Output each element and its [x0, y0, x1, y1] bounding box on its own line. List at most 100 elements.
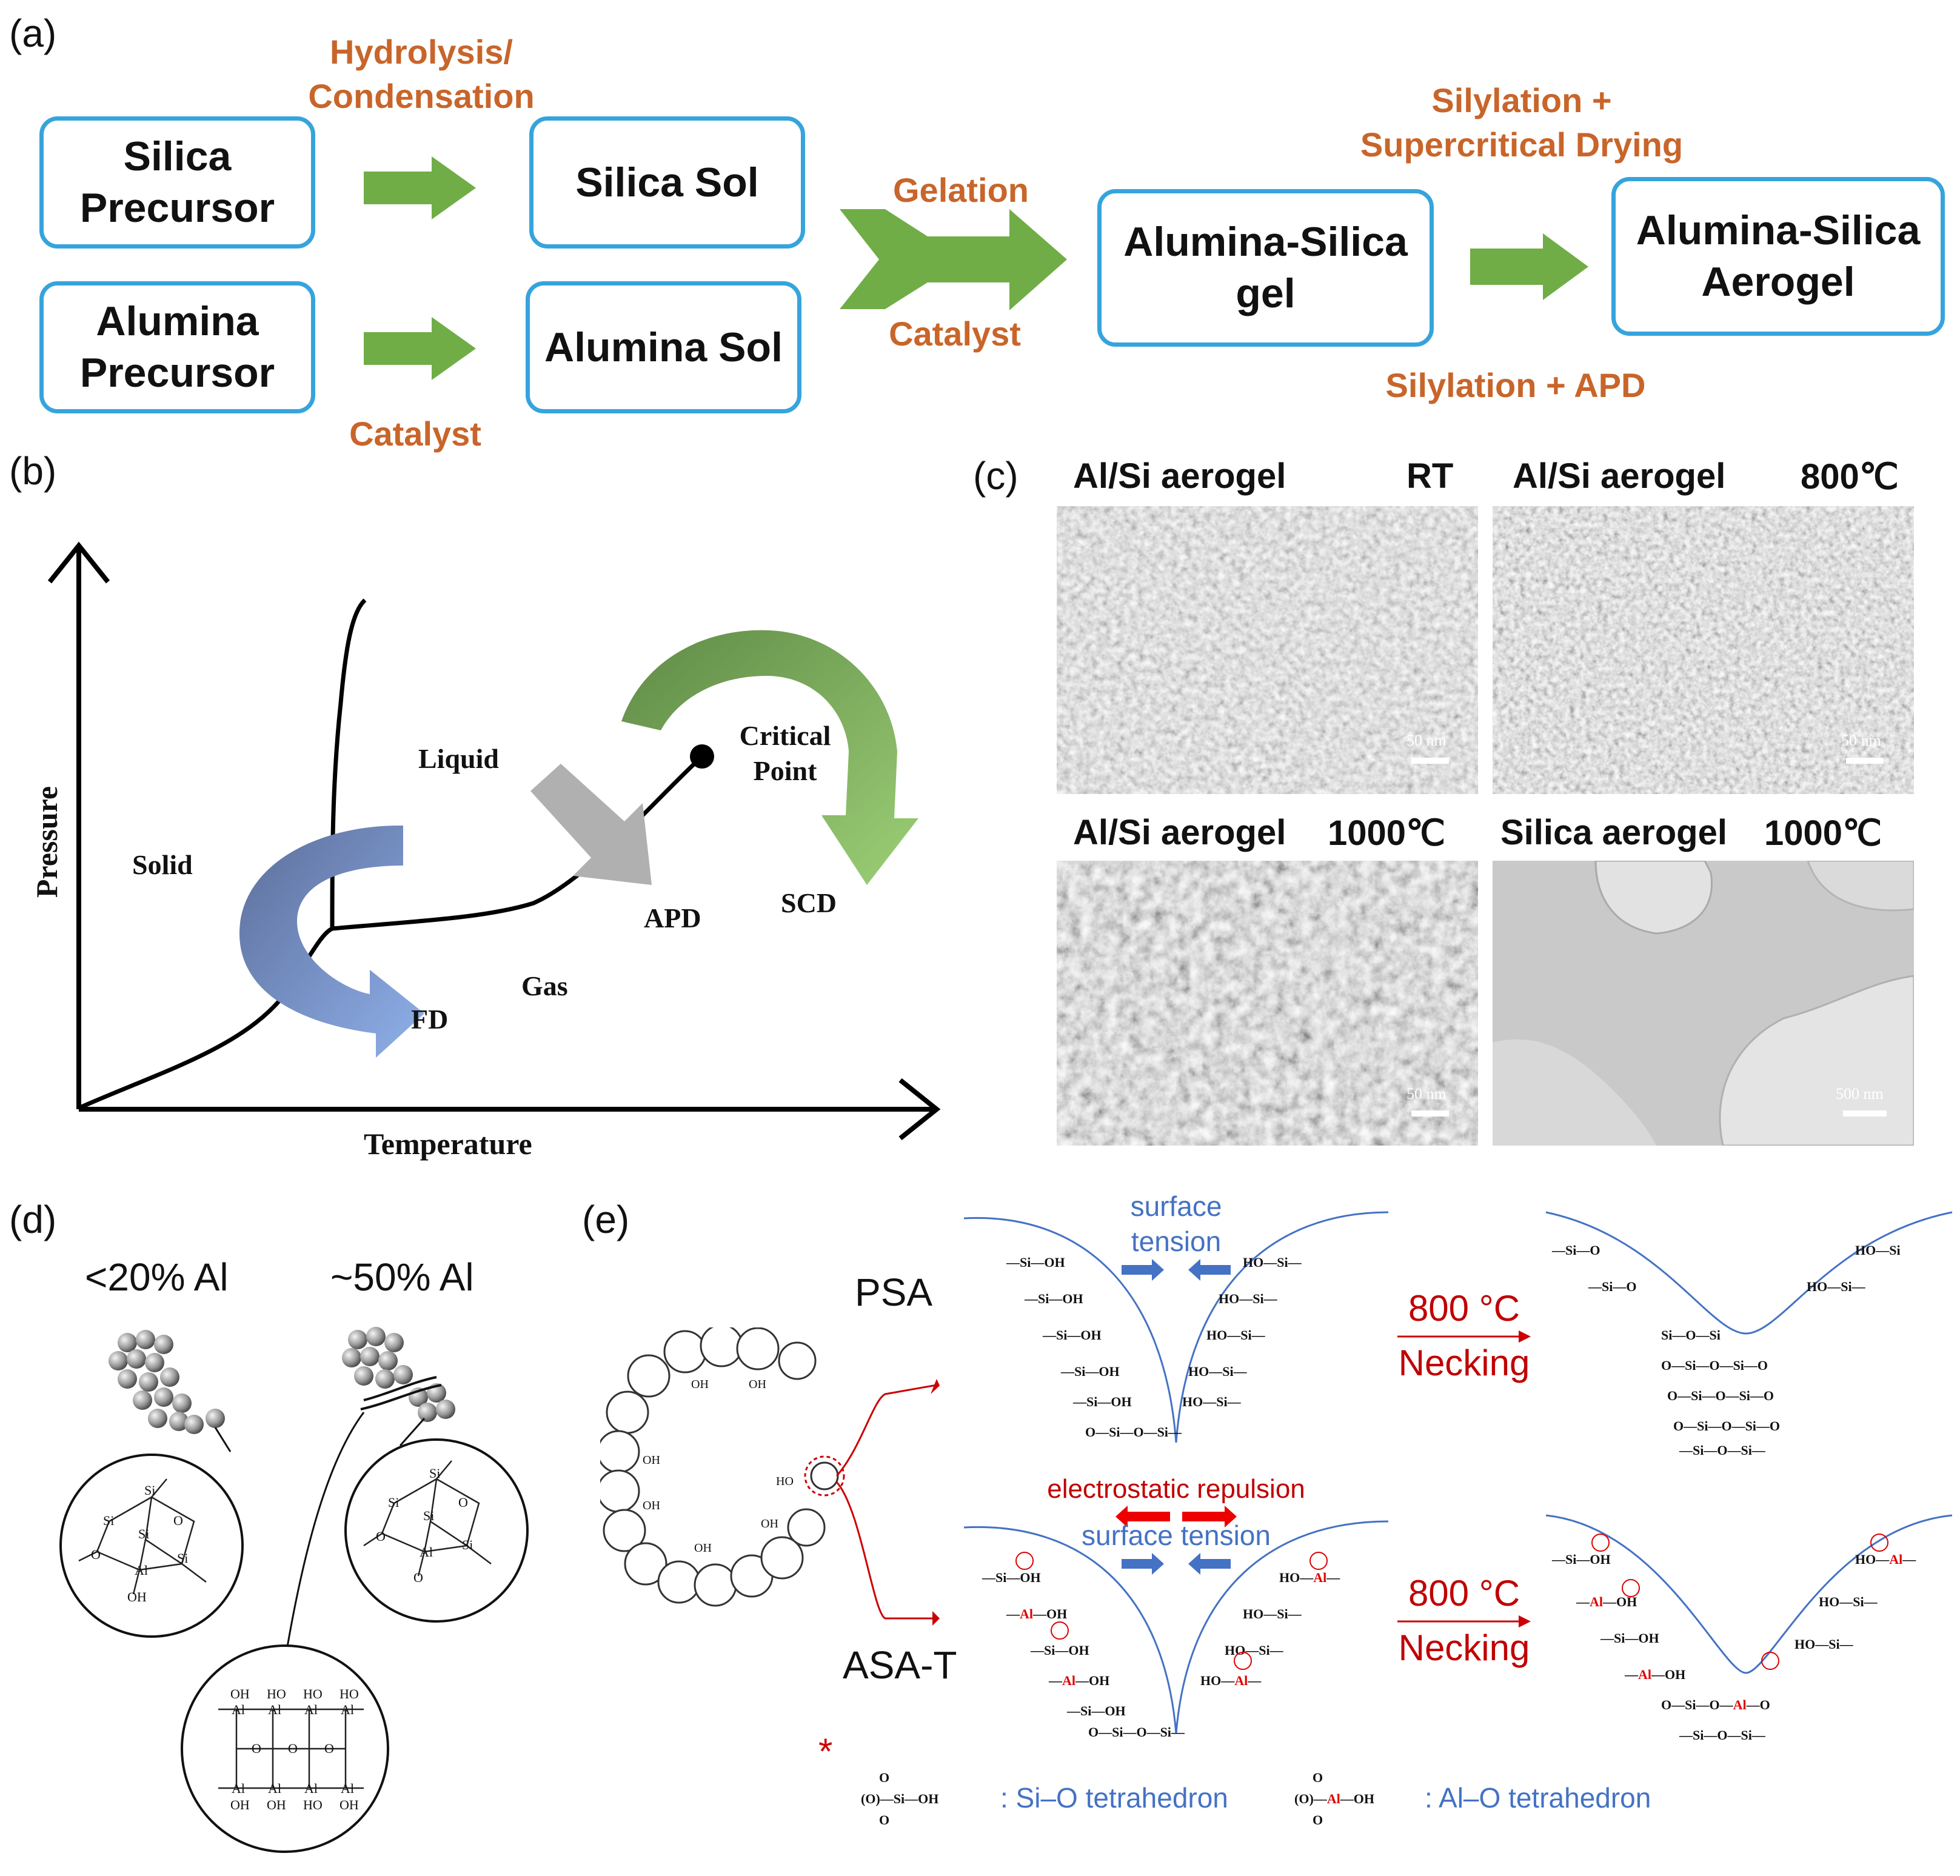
si-tetrahedron-icon: O(O)—Si—OHO	[861, 1770, 938, 1828]
svg-text:O: O	[376, 1529, 386, 1544]
green-arrow-icon	[364, 317, 476, 380]
liquid-region-label: Liquid	[418, 743, 499, 774]
critical-point-dot	[690, 744, 714, 769]
svg-text:OH: OH	[339, 1797, 359, 1812]
svg-text:O: O	[252, 1741, 261, 1756]
svg-text:Al: Al	[304, 1781, 318, 1796]
svg-text:O—Si—O—Al—O: O—Si—O—Al—O	[1661, 1697, 1770, 1712]
svg-text:—Al—OH: —Al—OH	[1576, 1594, 1637, 1609]
surface-tension-label-2: surface tension	[1082, 1520, 1271, 1551]
legend-asterisk: *	[818, 1731, 833, 1772]
svg-text:—Si—OH: —Si—OH	[1066, 1703, 1126, 1718]
svg-text:—Si—OH: —Si—OH	[1042, 1327, 1102, 1343]
svg-text:Al: Al	[135, 1563, 148, 1578]
svg-text:HO—Si—: HO—Si—	[1225, 1643, 1284, 1658]
svg-text:Al: Al	[268, 1781, 281, 1796]
legend-al-label: : Al–O tetrahedron	[1425, 1782, 1651, 1814]
sem-title-3: Al/Si aerogel	[1073, 813, 1286, 852]
panel-c-label: (c)	[973, 454, 1018, 498]
surface-tension-label-1: surface tension	[1130, 1190, 1222, 1257]
panel-a-arrows	[364, 156, 1588, 380]
svg-text:Al: Al	[341, 1781, 354, 1796]
scd-arrow-icon	[621, 630, 918, 885]
svg-text:—Al—OH: —Al—OH	[1006, 1606, 1067, 1621]
svg-text:Al: Al	[304, 1702, 318, 1717]
svg-text:Al: Al	[341, 1702, 354, 1717]
svg-text:OH: OH	[230, 1797, 250, 1812]
svg-text:—Si—O—Si—: —Si—O—Si—	[1679, 1443, 1766, 1458]
asa-t-structure-after: —Si—OH—Al—OH—Si—OH —Al—OHO—Si—O—Al—O —Si…	[1545, 1514, 1953, 1743]
scale-text-1: 50 nm	[1406, 732, 1447, 749]
electrostatic-repulsion-label: electrostatic repulsion	[1047, 1474, 1305, 1504]
svg-text:O: O	[91, 1547, 101, 1562]
scd-label: SCD	[781, 887, 837, 918]
psa-label: PSA	[855, 1270, 933, 1314]
svg-text:O: O	[458, 1495, 468, 1510]
svg-text:O: O	[879, 1812, 889, 1828]
svg-text:Al: Al	[232, 1781, 245, 1796]
alumina-silica-gel-box: Alumina-Silica gel	[1097, 189, 1434, 347]
surface-tension-arrows-2	[1122, 1553, 1231, 1575]
svg-text:Si: Si	[423, 1508, 434, 1523]
sem-image-800	[1493, 506, 1914, 794]
svg-text:O: O	[879, 1770, 889, 1785]
svg-text:—Si—OH: —Si—OH	[1072, 1394, 1132, 1409]
svg-text:—Si—OH: —Si—OH	[1030, 1643, 1089, 1658]
svg-text:Si—O—Si: Si—O—Si	[1661, 1327, 1721, 1343]
svg-text:OH: OH	[127, 1589, 147, 1604]
asa-t-label: ASA-T	[843, 1643, 957, 1687]
asa-t-structure-before: —Si—OH—Al—OH—Si—OH —Al—OH—Si—OHO—Si—O—Si…	[963, 1520, 1389, 1740]
svg-text:HO: HO	[303, 1686, 323, 1701]
svg-text:OH: OH	[643, 1454, 660, 1467]
particle-cluster-left	[109, 1330, 225, 1434]
blue-arrow-right-icon	[1122, 1259, 1164, 1281]
sem-condition-2: 800℃	[1801, 457, 1899, 496]
sem-image-silica-1000	[1493, 861, 1914, 1146]
zoom-particle-icon	[810, 1461, 839, 1490]
blue-arrow-left-icon	[1188, 1553, 1231, 1575]
necking-arrow-1	[1397, 1330, 1531, 1343]
svg-text:HO—Si—: HO—Si—	[1206, 1327, 1266, 1343]
phase-diagram	[47, 541, 941, 1141]
svg-text:HO—Si—: HO—Si—	[1807, 1279, 1866, 1294]
green-arrow-icon	[1470, 233, 1588, 300]
svg-text:HO—Si—: HO—Si—	[1219, 1291, 1278, 1306]
svg-text:OH: OH	[267, 1797, 286, 1812]
svg-text:—Si—O: —Si—O	[1588, 1279, 1636, 1294]
panel-e-label: (e)	[582, 1198, 630, 1241]
necking-label-1: Necking	[1398, 1343, 1530, 1383]
svg-text:Si: Si	[138, 1526, 149, 1541]
svg-text:Si: Si	[103, 1513, 114, 1528]
svg-text:OH: OH	[230, 1686, 250, 1701]
temp-label-1: 800 °C	[1408, 1288, 1520, 1329]
svg-text:—Si—OH: —Si—OH	[1024, 1291, 1083, 1306]
panel-b-label: (b)	[9, 449, 57, 493]
svg-text:Al: Al	[268, 1702, 281, 1717]
panel-a-label: (a)	[9, 12, 57, 55]
scale-bar-2	[1846, 758, 1884, 764]
svg-text:—Si—OH: —Si—OH	[1551, 1552, 1611, 1567]
svg-text:Al: Al	[232, 1702, 245, 1717]
svg-text:Si: Si	[144, 1483, 155, 1498]
svg-text:Al: Al	[420, 1544, 433, 1560]
electrostatic-arrows	[1115, 1506, 1237, 1527]
sem-condition-1: RT	[1406, 456, 1454, 496]
solid-region-label: Solid	[132, 849, 193, 880]
svg-text:OH: OH	[694, 1541, 712, 1555]
high-al-label: ~50% Al	[330, 1255, 474, 1299]
svg-text:O—Si—O—Si—O: O—Si—O—Si—O	[1667, 1388, 1774, 1403]
svg-text:O—Si—O—Si—O: O—Si—O—Si—O	[1661, 1358, 1768, 1373]
necking-label-2: Necking	[1398, 1627, 1530, 1668]
svg-text:HO: HO	[339, 1686, 359, 1701]
svg-text:HO—Si—: HO—Si—	[1188, 1364, 1248, 1379]
svg-text:O—Si—O—Si—: O—Si—O—Si—	[1088, 1724, 1185, 1740]
svg-text:OH: OH	[749, 1378, 766, 1391]
red-arrow-right-icon	[1182, 1506, 1237, 1527]
svg-text:OH: OH	[643, 1499, 660, 1512]
svg-text:Si: Si	[388, 1495, 399, 1510]
silica-precursor-box: Silica Precursor	[39, 116, 315, 249]
temp-label-2: 800 °C	[1408, 1573, 1520, 1614]
silylation-apd-label: Silylation + APD	[1385, 366, 1646, 404]
